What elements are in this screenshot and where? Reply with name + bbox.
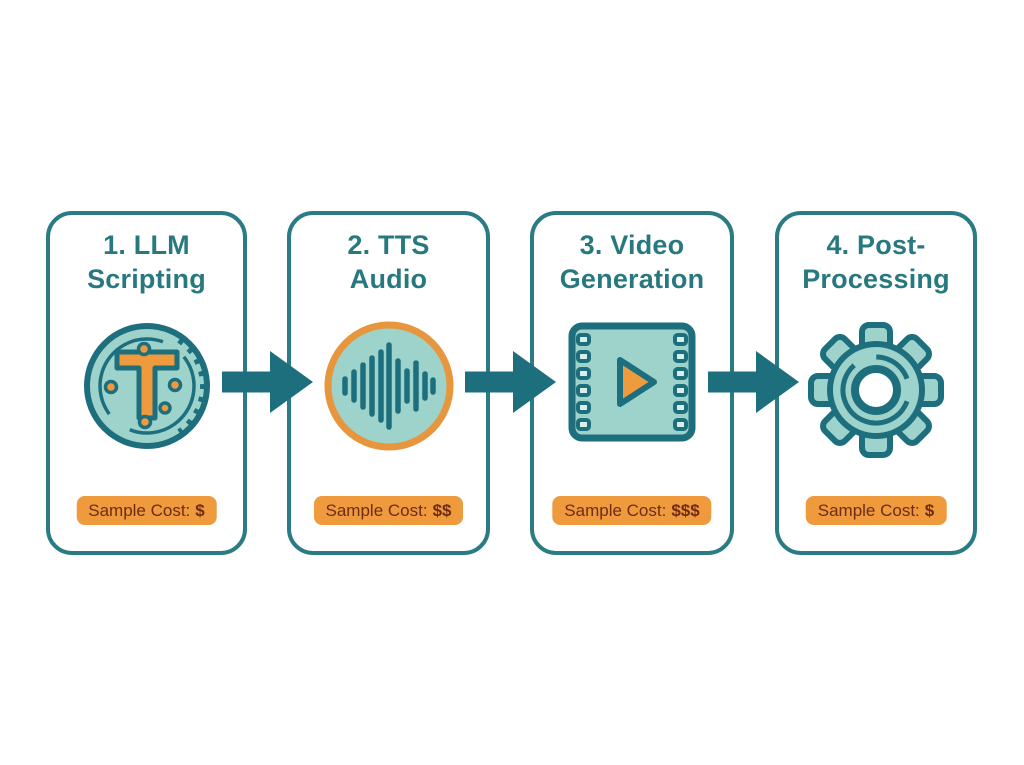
step-title-line2: Scripting xyxy=(87,264,206,294)
gear-icon xyxy=(808,322,944,458)
step-card-tts-audio: 2. TTS Audio Sample Cost:$$ xyxy=(287,211,490,555)
step-title-line1: 1. LLM xyxy=(103,230,190,260)
flow-arrow-icon xyxy=(222,351,313,413)
sample-cost-badge: Sample Cost:$ xyxy=(76,496,217,525)
sample-cost-badge: Sample Cost:$ xyxy=(805,496,947,525)
step-title-line1: 4. Post- xyxy=(826,230,926,260)
waveform-icon xyxy=(324,321,453,451)
sample-cost-badge: Sample Cost:$$$ xyxy=(552,496,712,525)
step-title: 4. Post- Processing xyxy=(779,228,973,296)
sample-cost-value: $ xyxy=(924,501,935,520)
flow-arrow-icon xyxy=(465,351,556,413)
step-title-line1: 2. TTS xyxy=(347,230,430,260)
step-card-llm-scripting: 1. LLM Scripting Sample Cost:$ xyxy=(46,211,247,555)
coin-icon xyxy=(83,323,210,449)
step-card-video-generation: 3. Video Generation Sample Cost: xyxy=(530,211,734,555)
step-title-line1: 3. Video xyxy=(579,230,685,260)
sample-cost-label: Sample Cost: xyxy=(325,501,428,520)
sample-cost-label: Sample Cost: xyxy=(88,501,191,520)
sample-cost-value: $ xyxy=(195,501,205,520)
step-title: 1. LLM Scripting xyxy=(50,228,243,296)
sample-cost-label: Sample Cost: xyxy=(564,501,667,520)
step-card-post-processing: 4. Post- Processing Sample Cost:$ xyxy=(775,211,977,555)
film-icon xyxy=(568,322,696,442)
sample-cost-label: Sample Cost: xyxy=(817,501,920,520)
step-title-line2: Processing xyxy=(802,264,950,294)
step-title-line2: Generation xyxy=(559,264,705,294)
flow-arrow-icon xyxy=(708,351,799,413)
sample-cost-value: $$ xyxy=(432,501,452,520)
step-title-line2: Audio xyxy=(349,264,428,294)
step-title: 2. TTS Audio xyxy=(291,228,486,296)
step-title: 3. Video Generation xyxy=(534,228,730,296)
sample-cost-value: $$$ xyxy=(671,501,700,520)
sample-cost-badge: Sample Cost:$$ xyxy=(313,496,464,525)
